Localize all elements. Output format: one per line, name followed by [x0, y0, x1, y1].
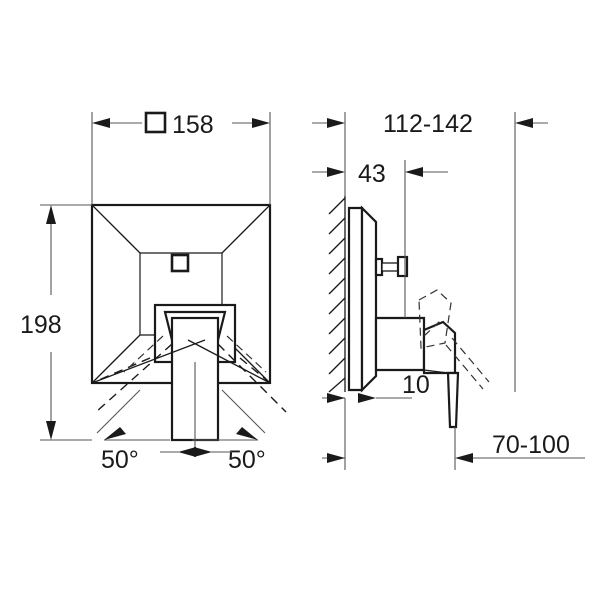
arrow-angle-left [104, 427, 126, 440]
arrow-bottom-198 [46, 421, 56, 440]
lever-head-dashed [418, 289, 452, 349]
arrow-right-112142 [515, 118, 533, 128]
lever-handle-side-solid [422, 320, 460, 429]
lever-swing-right-indicator [217, 335, 287, 413]
arrow-left-10 [327, 393, 345, 403]
dimension-angle-right: 50° [192, 389, 266, 474]
arrow-right-43 [405, 167, 423, 177]
dim-label-angle-left: 50° [101, 446, 139, 474]
dimension-angle-left: 50° [96, 389, 170, 474]
cartridge-body [374, 316, 426, 372]
swing-right-dash-mid [226, 335, 267, 373]
front-view: 158 198 50° 50° [20, 111, 287, 474]
dim-line-angle-right-inclined [221, 389, 266, 434]
swing-left-dash-mid [123, 335, 164, 373]
lever-head-solid [422, 320, 457, 375]
plate-profile-body [347, 206, 364, 392]
dimension-plate-width: 158 [91, 111, 271, 205]
dim-label-projection: 43 [358, 160, 386, 188]
lever-detail-dashed [423, 320, 441, 337]
side-view: 112-142 43 10 70-100 [312, 110, 585, 470]
plate-bevel-right [221, 204, 271, 384]
dim-label-install-depth: 112-142 [383, 110, 473, 138]
arrow-angle-right [236, 427, 258, 440]
dim-label-plate-height: 198 [20, 311, 62, 339]
dim-line-angle-left-inclined [96, 389, 141, 434]
lever-handle-side-dashed [418, 289, 490, 390]
arrow-centre-left [178, 447, 196, 457]
arrow-centre-right [194, 447, 212, 457]
square-symbol-icon [144, 111, 167, 134]
lever-arm-solid [446, 371, 460, 429]
square-indicator-icon [170, 253, 190, 273]
lever-arm-dashed-inner [445, 344, 484, 390]
arrow-far-left-70100 [327, 453, 345, 463]
pin-cap [396, 255, 409, 278]
arrow-left-158 [92, 118, 110, 128]
swing-guide-left [91, 339, 206, 384]
swing-right-dash-upper [239, 357, 271, 384]
swing-guide-right [187, 339, 271, 384]
dimension-wall-offset: 10 [322, 371, 430, 403]
plate-bevel-left [91, 204, 141, 384]
dim-label-angle-right: 50° [228, 446, 266, 474]
plate-profile-bevel [360, 205, 378, 393]
diverter-pin [374, 255, 409, 278]
arrow-left-70100 [455, 453, 473, 463]
dimension-install-depth: 112-142 [312, 110, 548, 392]
lever-arm-dashed-outer [451, 337, 490, 383]
arrow-right-158 [252, 118, 270, 128]
swing-right-dash-lower [217, 343, 287, 413]
pin-base [374, 257, 384, 277]
dim-label-plate-width: 158 [172, 111, 214, 139]
swing-left-dash-lower [95, 343, 173, 413]
arrow-right-10 [358, 393, 376, 403]
dimension-plate-height: 198 [20, 204, 92, 441]
pin-shaft [381, 262, 399, 272]
dim-label-handle-clearance: 70-100 [492, 431, 570, 459]
arrow-left-43 [327, 167, 345, 177]
dimension-handle-clearance: 70-100 [322, 398, 585, 470]
dim-label-wall-offset: 10 [402, 371, 430, 399]
wall-section [328, 196, 346, 393]
lever-shoulder-solid [423, 369, 449, 374]
arrow-top-198 [46, 205, 56, 224]
dimension-projection: 43 [312, 160, 448, 318]
arrow-left-112142 [327, 118, 345, 128]
